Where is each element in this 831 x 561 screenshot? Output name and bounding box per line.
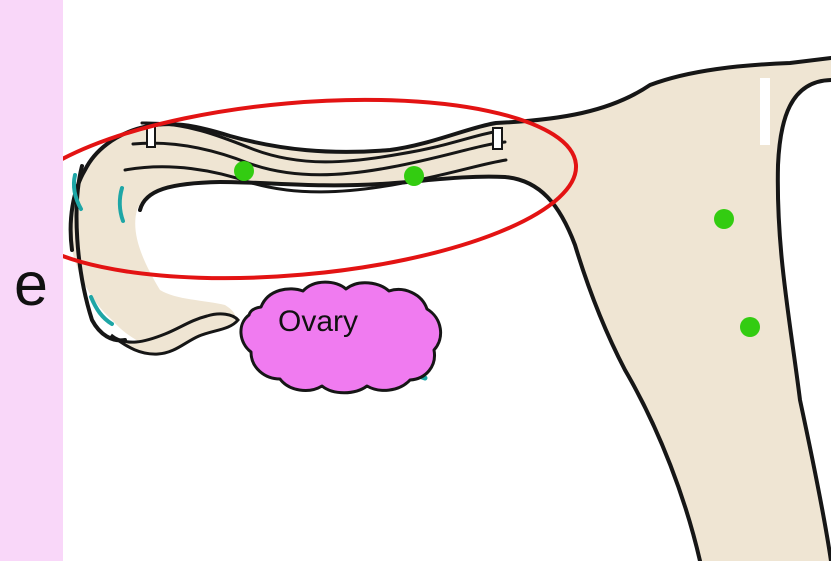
white-gap-marker-2: [493, 128, 502, 149]
anatomy-diagram: [63, 0, 831, 561]
green-marker-1: [234, 161, 254, 181]
green-marker-2: [404, 166, 424, 186]
green-marker-3: [714, 209, 734, 229]
ovary-label: Ovary: [278, 307, 358, 337]
white-gap-marker-3: [760, 78, 770, 145]
green-marker-4: [740, 317, 760, 337]
partial-slide-text: e: [14, 254, 48, 315]
